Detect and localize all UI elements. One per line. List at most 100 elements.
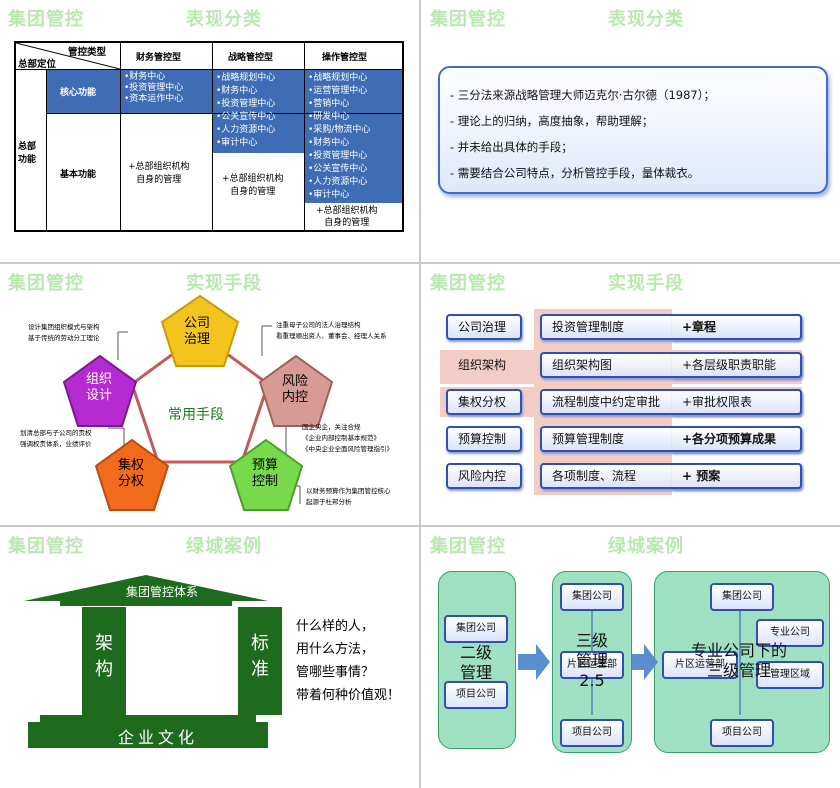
temple-shape bbox=[24, 575, 268, 748]
operation-basic-cell: +总部组织机构 自身的管理 bbox=[316, 206, 378, 228]
corner-top-label: 管控类型 bbox=[68, 47, 107, 58]
node-region-ops: 片区运营部 bbox=[662, 651, 738, 679]
slide-2-notes[interactable]: 集团管控 表现分类 - 三分法来源战略管理大师迈克尔·古尔德（1987）； - … bbox=[422, 0, 840, 261]
node-risk-label: 风险 内控 bbox=[282, 374, 309, 405]
node-budget-label: 预算 控制 bbox=[252, 458, 279, 489]
node-group-company: 集团公司 bbox=[560, 583, 624, 611]
slide-3-pentagon[interactable]: 集团管控 实现手段 公司 治理 风险 内控 预算 控制 集权 分权 组织 设计 … bbox=[0, 264, 418, 525]
question-line: 用什么方法， bbox=[296, 642, 375, 657]
col-header-strategy: 战略管控型 bbox=[228, 53, 274, 63]
method-right: +审批权限表 bbox=[672, 389, 802, 415]
table-line bbox=[304, 43, 305, 230]
operation-core-cell: •战略规划中心 •运营管理中心 •营销中心 •研发中心 •采购/物流中心 •财务… bbox=[308, 73, 371, 200]
control-type-table: 管控类型 总部定位 财务管控型 战略管控型 操作管控型 总部 功能 核心功能 基… bbox=[14, 41, 404, 232]
temple-roof-label: 集团管控体系 bbox=[126, 585, 199, 599]
slide-5-temple[interactable]: 集团管控 绿城案例 集团管控体系 架 构 标 准 企业文化 什么样的人， 用什么… bbox=[0, 527, 418, 788]
slide-subheader: 绿城案例 bbox=[186, 536, 262, 557]
method-left: 风险内控 bbox=[446, 463, 522, 489]
note-bottom-right: 以财务预算作为集团管控核心 起源于杜邦分析 bbox=[306, 487, 391, 506]
slide-4-methods[interactable]: 集团管控 实现手段 公司治理 投资管理制度 +章程 组织架构 组织架构图 +各层… bbox=[422, 264, 840, 525]
arrow-right-icon bbox=[632, 644, 658, 680]
strategy-basic-cell: +总部组织机构 自身的管理 bbox=[222, 174, 284, 197]
temple-base bbox=[28, 722, 268, 748]
slide-header: 集团管控 bbox=[430, 273, 506, 294]
question-text: 什么样的人， 用什么方法， 管哪些事情？ 带着何种价值观！ bbox=[296, 615, 400, 707]
core-function-bg bbox=[46, 69, 120, 113]
strategy-core-bg bbox=[212, 69, 304, 153]
finance-basic-cell: +总部组织机构 自身的管理 bbox=[128, 162, 190, 185]
notes-box: - 三分法来源战略管理大师迈克尔·古尔德（1987）； - 理论上的归纳，高度抽… bbox=[438, 66, 828, 194]
node-governance-label: 公司 治理 bbox=[184, 316, 211, 347]
table-line bbox=[46, 113, 402, 114]
method-left: 组织架构 bbox=[446, 352, 522, 378]
temple-roof bbox=[24, 575, 268, 601]
slide-header: 集团管控 bbox=[8, 9, 84, 30]
method-left: 公司治理 bbox=[446, 314, 522, 340]
operation-core-bg bbox=[304, 69, 402, 203]
node-centralization-label: 集权 分权 bbox=[118, 458, 145, 489]
method-right: +各分项预算成果 bbox=[672, 426, 802, 452]
note-mid-right: 国企央企，关注合规 《企业内部控制基本规范》 《中央企业全面风险管理指引》 bbox=[302, 423, 393, 453]
slide-subheader: 绿城案例 bbox=[608, 536, 684, 557]
table-line bbox=[120, 43, 121, 230]
grid-divider-horizontal bbox=[0, 262, 840, 264]
arrow-right-icon bbox=[518, 644, 550, 680]
node-centralization bbox=[94, 438, 170, 511]
node-org-design-label: 组织 设计 bbox=[86, 372, 113, 403]
left-pillar: 架 构 bbox=[82, 607, 126, 715]
node-management-area: 管理区域 bbox=[756, 661, 824, 689]
slide-subheader: 表现分类 bbox=[186, 9, 262, 30]
node-org-design bbox=[62, 354, 138, 427]
note-line: - 三分法来源战略管理大师迈克尔·古尔德（1987）； bbox=[450, 88, 715, 102]
table-line bbox=[16, 69, 402, 70]
method-right: + 预案 bbox=[672, 463, 802, 489]
question-line: 什么样的人， bbox=[296, 619, 375, 634]
corner-diagonal bbox=[16, 43, 120, 69]
node-professional-company: 专业公司 bbox=[756, 619, 824, 647]
grid-divider-vertical bbox=[419, 0, 421, 788]
table-line bbox=[46, 69, 47, 230]
col-header-finance: 财务管控型 bbox=[136, 53, 182, 63]
table-line bbox=[212, 43, 213, 230]
professional-level-title: 专业公司下的 三级管理 bbox=[690, 641, 787, 680]
note-line: - 并未给出具体的手段； bbox=[450, 140, 573, 154]
node-region-ops: 片区运营部 bbox=[560, 651, 624, 679]
method-right: +章程 bbox=[672, 314, 802, 340]
slide-subheader: 表现分类 bbox=[608, 9, 684, 30]
level-box-two bbox=[438, 571, 516, 749]
node-project-company: 项目公司 bbox=[444, 681, 508, 709]
slide-subheader: 实现手段 bbox=[608, 273, 684, 294]
temple-base-label: 企业文化 bbox=[118, 728, 199, 747]
method-left: 预算控制 bbox=[446, 426, 522, 452]
slide-6-levels[interactable]: 集团管控 绿城案例 集团公司 二级 管理 项目公司 集团公司 片区运营部 三级 … bbox=[422, 527, 840, 788]
note-line: - 需要结合公司特点，分析管控手段，量体裁衣。 bbox=[450, 166, 700, 180]
corner-bottom-label: 总部定位 bbox=[18, 59, 57, 70]
center-label: 常用手段 bbox=[168, 407, 224, 423]
strategy-core-cell: •战略规划中心 •财务中心 •投资管理中心 •公关宣传中心 •人力资源中心 •审… bbox=[216, 73, 276, 148]
right-pillar: 标 准 bbox=[238, 607, 282, 715]
node-risk bbox=[258, 354, 334, 427]
slide-header: 集团管控 bbox=[8, 536, 84, 557]
grid-divider-horizontal bbox=[0, 525, 840, 527]
node-group-company: 集团公司 bbox=[710, 583, 774, 611]
slide-subheader: 实现手段 bbox=[186, 273, 262, 294]
method-left: 集权分权 bbox=[446, 389, 522, 415]
finance-core-cell: •财务中心 •投资管理中心 •资本运作中心 bbox=[124, 72, 184, 104]
finance-core-bg bbox=[120, 69, 212, 113]
pentagon-diagram bbox=[62, 294, 334, 511]
note-top-left: 设计集团组织模式与架构 基于传统的劳动分工理论 bbox=[28, 323, 100, 342]
note-mid-left: 划清总部与子公司的责权 强调权责体系，业绩评价 bbox=[20, 429, 92, 448]
node-governance bbox=[160, 294, 240, 367]
row-core-label: 核心功能 bbox=[60, 88, 97, 98]
node-project-company: 项目公司 bbox=[710, 719, 774, 747]
question-line: 带着何种价值观！ bbox=[296, 688, 401, 703]
node-budget bbox=[228, 438, 304, 511]
question-line: 管哪些事情？ bbox=[296, 665, 375, 680]
level-three-title: 三级 管理 2.5 bbox=[575, 631, 608, 690]
slide-1-table[interactable]: 集团管控 表现分类 管控类型 总部定位 财务管控型 战略管控型 操作管控型 总部… bbox=[0, 0, 418, 261]
level-two-title: 二级 管理 bbox=[459, 643, 492, 682]
row-basic-label: 基本功能 bbox=[60, 170, 97, 180]
pentagon-ring bbox=[130, 332, 270, 464]
method-right: +各层级职责职能 bbox=[672, 352, 802, 378]
